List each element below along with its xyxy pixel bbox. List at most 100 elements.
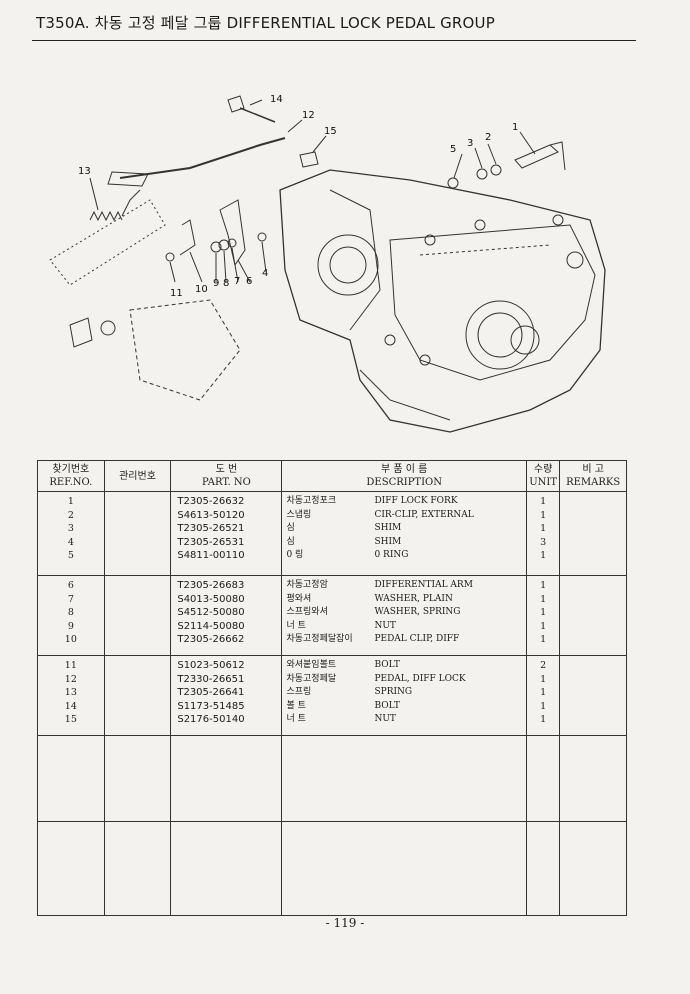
description-english: SPRING xyxy=(374,687,413,698)
callout-6: 6 xyxy=(246,276,252,287)
unit-quantity: 1 xyxy=(540,523,547,535)
unit-quantity: 1 xyxy=(540,634,547,646)
callout-4: 4 xyxy=(262,268,268,279)
unit-quantity: 1 xyxy=(540,593,547,605)
unit-quantity: 1 xyxy=(540,496,547,507)
description-korean: 차동고정암 xyxy=(286,580,328,590)
mgmt-cell xyxy=(103,735,172,822)
description-korean: 스냅링 xyxy=(286,509,312,520)
description-cell xyxy=(281,821,527,916)
part-number: S2176-50140 xyxy=(177,714,245,726)
callout-10: 10 xyxy=(195,284,208,295)
description-english: SHIM xyxy=(374,523,402,534)
mgmt-cell xyxy=(103,491,172,576)
callout-13: 13 xyxy=(78,166,91,177)
description-cell: 차동고정암 DIFFERENTIAL ARM 평와셔 WASHER, PLAIN 스프링… xyxy=(281,575,527,656)
description-english: PEDAL, DIFF LOCK xyxy=(374,673,466,684)
ref-number: 12 xyxy=(64,673,77,685)
ref-number: 3 xyxy=(67,523,74,535)
unit-quantity: 1 xyxy=(540,673,547,685)
description-line: 스프링와셔 WASHER, SPRING xyxy=(282,606,525,620)
part-number: S4013-50080 xyxy=(177,593,245,605)
description-korean: 와셔붙임볼트 xyxy=(286,660,337,670)
callout-14: 14 xyxy=(270,94,283,105)
ref-number: 14 xyxy=(64,700,77,712)
description-english: NUT xyxy=(374,620,396,631)
description-korean: 차동고정페달잡이 xyxy=(286,634,353,645)
part-number: T2305-26632 xyxy=(177,496,245,507)
ref-number: 6 xyxy=(67,580,74,591)
unit-quantity: 1 xyxy=(540,620,547,632)
unit-quantity: 1 xyxy=(540,550,547,562)
ref-number: 11 xyxy=(64,660,77,671)
ref-number: 10 xyxy=(64,634,77,646)
unit-quantity: 1 xyxy=(540,580,547,591)
description-english: DIFFERENTIAL ARM xyxy=(374,580,473,590)
exploded-parts-diagram: 14 12 15 5 3 2 1 13 11 10 9 8 7 6 4 xyxy=(30,60,630,452)
description-korean: 심 xyxy=(286,523,295,534)
description-line: 스프링 SPRING xyxy=(282,686,525,700)
callout-2: 2 xyxy=(485,132,491,143)
part-number: S4811-00110 xyxy=(177,550,245,562)
callout-15: 15 xyxy=(324,126,337,137)
callout-3: 3 xyxy=(467,138,473,149)
ref-cell xyxy=(37,735,105,822)
part-number-cell xyxy=(170,821,283,916)
description-korean: 스프링와셔 xyxy=(286,607,328,618)
part-number: T2330-26651 xyxy=(177,673,245,685)
unit-cell xyxy=(525,821,561,916)
header-mgmt: 관리번호 xyxy=(103,460,172,492)
description-english: CIR-CLIP, EXTERNAL xyxy=(374,509,474,520)
remarks-cell xyxy=(559,491,627,576)
parts-group xyxy=(37,821,627,916)
description-english: BOLT xyxy=(374,660,400,670)
description-cell xyxy=(281,735,527,822)
description-english: NUT xyxy=(374,714,396,725)
callout-7: 7 xyxy=(234,276,240,287)
part-number: T2305-26521 xyxy=(177,523,245,535)
callout-11: 11 xyxy=(170,288,183,299)
ref-number: 9 xyxy=(67,620,74,632)
unit-quantity: 1 xyxy=(540,509,547,521)
unit-cell xyxy=(525,735,561,822)
part-number: T2305-26641 xyxy=(177,687,245,699)
description-english: PEDAL CLIP, DIFF xyxy=(374,634,460,645)
description-korean: 평와셔 xyxy=(286,593,312,604)
description-english: WASHER, SPRING xyxy=(374,607,461,618)
mgmt-cell xyxy=(103,575,172,656)
ref-number: 2 xyxy=(67,509,74,521)
part-number: S1173-51485 xyxy=(177,700,245,712)
remarks-cell xyxy=(559,655,627,736)
ref-number: 7 xyxy=(67,593,74,605)
description-korean: 스프링 xyxy=(286,687,312,698)
unit-quantity: 3 xyxy=(540,536,547,548)
remarks-cell xyxy=(559,735,627,822)
description-english: SHIM xyxy=(374,536,402,547)
part-number: T2305-26683 xyxy=(177,580,245,591)
description-line: 차동고정페달잡이 PEDAL CLIP, DIFF xyxy=(282,633,525,647)
description-english: WASHER, PLAIN xyxy=(374,593,453,604)
page-title: T350A. 차동 고정 페달 그룹 DIFFERENTIAL LOCK PED… xyxy=(36,14,495,32)
mgmt-cell xyxy=(103,821,172,916)
ref-cell xyxy=(37,821,105,916)
description-english: BOLT xyxy=(374,700,400,711)
part-number: T2305-26662 xyxy=(177,634,245,646)
